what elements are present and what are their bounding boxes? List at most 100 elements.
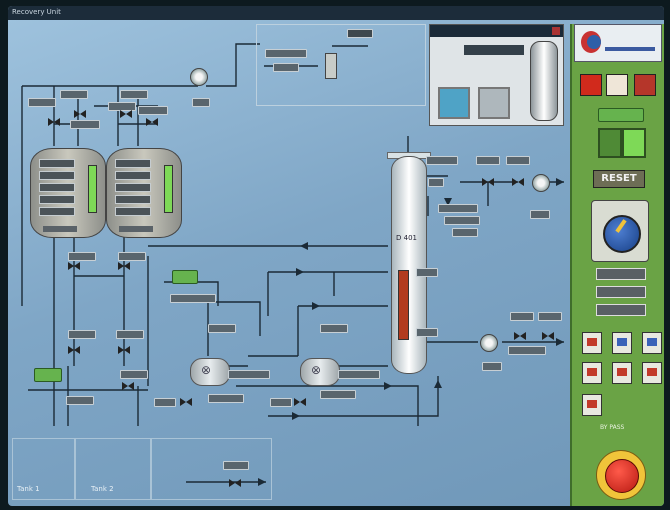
valve-icon[interactable] <box>229 479 241 487</box>
close-icon[interactable] <box>552 27 560 35</box>
tag-label <box>208 324 236 333</box>
screen-tile-icon[interactable] <box>642 332 662 354</box>
tag-label <box>428 178 444 187</box>
tag-label <box>192 98 210 107</box>
tag-label <box>28 98 56 107</box>
analyzer-label <box>265 49 307 58</box>
mode-indicator <box>598 108 644 122</box>
tag-label <box>320 324 348 333</box>
switch-right-button[interactable] <box>622 128 646 158</box>
popup-action-button[interactable] <box>438 87 470 119</box>
level-popup-window[interactable] <box>429 24 564 126</box>
column-tag: D 401 <box>396 234 417 242</box>
tag-label <box>444 216 480 225</box>
stop-button[interactable] <box>580 74 602 96</box>
speed-dial[interactable] <box>591 200 649 262</box>
tank-1-level <box>88 165 97 213</box>
pump-icon[interactable] <box>480 334 498 352</box>
tag-label <box>118 252 146 261</box>
tag-label <box>508 346 546 355</box>
hmi-screen: Recovery Unit <box>8 6 664 506</box>
valve-icon[interactable] <box>68 346 80 354</box>
valve-icon[interactable] <box>180 398 192 406</box>
footer-tab-2-label: Tank 2 <box>91 485 114 493</box>
popup-action-button[interactable] <box>478 87 510 119</box>
heat-exchanger-2[interactable]: ⊗ <box>300 358 340 386</box>
distillation-column[interactable] <box>391 156 427 374</box>
bypass-label: BY PASS <box>600 424 625 431</box>
control-panel <box>570 24 664 506</box>
pump-icon[interactable] <box>190 68 208 86</box>
screen-tile-icon[interactable] <box>612 332 632 354</box>
tank-1[interactable] <box>30 148 106 238</box>
tag-label <box>120 90 148 99</box>
analyzer-value <box>273 63 299 72</box>
tag-label <box>530 210 550 219</box>
screen-tile-icon[interactable] <box>642 362 662 384</box>
tag-label <box>538 312 562 321</box>
tag-label <box>60 90 88 99</box>
valve-icon[interactable] <box>542 332 554 340</box>
tag-label <box>208 394 244 403</box>
reset-button[interactable]: RESET <box>593 170 645 188</box>
valve-icon[interactable] <box>118 346 130 354</box>
valve-icon[interactable] <box>146 118 158 126</box>
toolbar-button[interactable] <box>634 74 656 96</box>
top-status-bar: Recovery Unit <box>8 6 664 20</box>
pump-icon[interactable] <box>532 174 550 192</box>
tag-label <box>120 370 148 379</box>
company-logo <box>574 24 662 62</box>
tag-label <box>70 120 100 129</box>
panel-button[interactable] <box>596 268 646 280</box>
valve-icon[interactable] <box>294 398 306 406</box>
column-level-bar <box>398 270 409 340</box>
tag-label <box>320 390 356 399</box>
analyzer-tag <box>347 29 373 38</box>
tag-label <box>228 370 270 379</box>
screen-tile-icon[interactable] <box>582 394 602 416</box>
tag-label <box>270 398 292 407</box>
tank-2[interactable] <box>106 148 182 238</box>
tag-label <box>170 294 216 303</box>
flow-indicator[interactable] <box>172 270 198 284</box>
valve-icon[interactable] <box>68 262 80 270</box>
footer-tab-2[interactable]: Tank 2 <box>74 438 152 500</box>
popup-title <box>430 25 563 37</box>
tag-label <box>116 330 144 339</box>
emergency-stop-button[interactable] <box>596 450 646 500</box>
valve-icon[interactable] <box>512 178 524 186</box>
tag-label <box>438 204 478 213</box>
popup-value <box>464 45 524 55</box>
toolbar-button[interactable] <box>606 74 628 96</box>
valve-icon[interactable] <box>514 332 526 340</box>
status-item-1: Recovery Unit <box>12 8 61 16</box>
screen-tile-icon[interactable] <box>612 362 632 384</box>
tag-label <box>482 362 502 371</box>
footer-panel <box>150 438 272 500</box>
valve-icon[interactable] <box>48 118 60 126</box>
tag-label <box>510 312 534 321</box>
tag-label <box>416 328 438 337</box>
valve-icon[interactable] <box>118 262 130 270</box>
tag-label <box>452 228 478 237</box>
tag-label <box>416 268 438 277</box>
tag-label <box>154 398 176 407</box>
panel-button[interactable] <box>596 286 646 298</box>
footer-tab-1[interactable]: Tank 1 <box>12 438 76 500</box>
tag-label <box>506 156 530 165</box>
screen-tile-icon[interactable] <box>582 332 602 354</box>
heat-exchanger-1[interactable]: ⊗ <box>190 358 230 386</box>
tag-label <box>138 106 168 115</box>
valve-icon[interactable] <box>482 178 494 186</box>
valve-icon[interactable] <box>74 110 86 118</box>
panel-button[interactable] <box>596 304 646 316</box>
valve-icon[interactable] <box>122 382 134 390</box>
screen-tile-icon[interactable] <box>582 362 602 384</box>
tag-label <box>338 370 380 379</box>
tag-label <box>68 252 96 261</box>
valve-icon[interactable] <box>120 110 132 118</box>
analyzer-box <box>256 24 426 106</box>
switch-left-button[interactable] <box>598 128 622 158</box>
popup-level-cylinder <box>530 41 558 121</box>
pump-run-indicator[interactable] <box>34 368 62 382</box>
